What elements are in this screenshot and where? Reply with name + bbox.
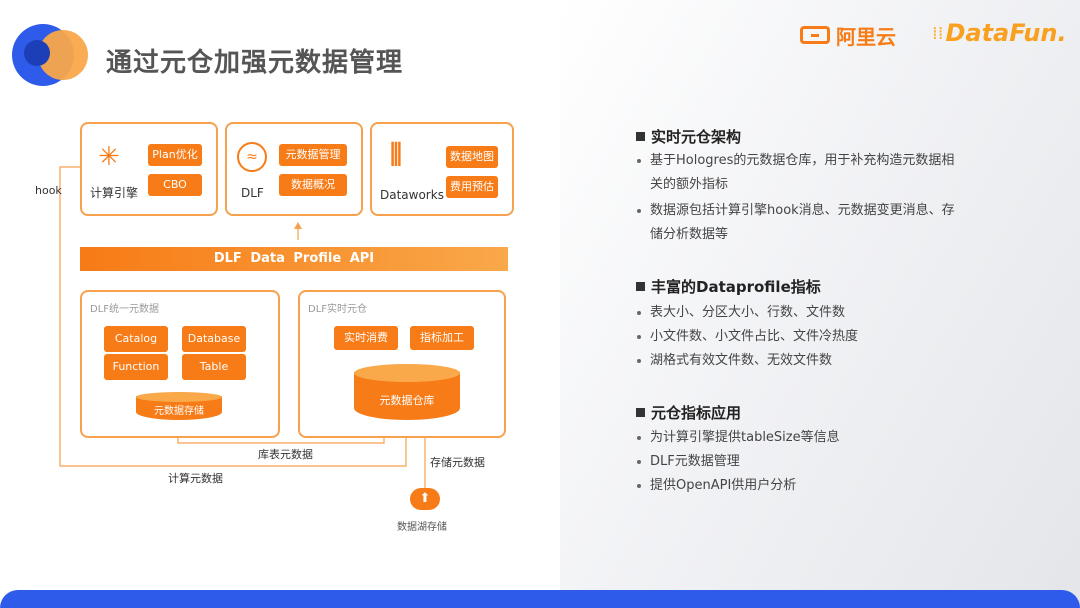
engine-box: ✳ 计算引擎 Plan优化 CBO [80, 122, 218, 216]
bullet-dot [637, 484, 641, 488]
bullet-dot [637, 436, 641, 440]
section1-item1-cont: 关的额外指标 [650, 177, 729, 192]
dlf-label: DLF [241, 186, 264, 200]
corner-decoration [0, 20, 100, 100]
section2-item3: 湖格式有效文件数、无效文件数 [650, 353, 833, 368]
engine-tag-cbo: CBO [148, 174, 202, 196]
section-heading-3: 元仓指标应用 [636, 402, 741, 423]
bullet-dot [637, 460, 641, 464]
aliyun-logo-icon [800, 26, 830, 44]
engine-tag-plan: Plan优化 [148, 144, 202, 166]
unified-meta-title: DLF统一元数据 [90, 304, 160, 315]
edge-storage-meta: 存储元数据 [430, 456, 485, 469]
edge-compute-meta: 计算元数据 [168, 472, 223, 485]
engine-label: 计算引擎 [90, 186, 139, 200]
tag-realtime-consume: 实时消费 [334, 326, 398, 350]
bottom-bar [0, 590, 1080, 608]
dlf-profile-api-bar: DLF Data Profile API [80, 247, 508, 271]
bullet-dot [637, 335, 641, 339]
engine-icon: ✳ [98, 142, 120, 172]
section1-item1: 基于Hologres的元数据仓库，用于补充构造元数据相 [650, 153, 955, 168]
page-title: 通过元仓加强元数据管理 [106, 48, 404, 78]
bullet-dot [637, 311, 641, 315]
realtime-warehouse-title: DLF实时元仓 [308, 304, 368, 315]
unified-meta-box: DLF统一元数据 Catalog Database Function Table… [80, 290, 280, 438]
aliyun-logo: 阿里云 [800, 22, 896, 49]
bullet-dot [637, 159, 641, 163]
dataworks-tag-map: 数据地图 [446, 146, 498, 168]
dataworks-box: ⫼ Dataworks 数据地图 费用预估 [370, 122, 514, 216]
meta-warehouse-label: 元数据仓库 [379, 394, 435, 407]
dataworks-label: Dataworks [380, 188, 444, 202]
section-heading-1: 实时元仓架构 [636, 126, 741, 147]
dlf-icon: ≈ [237, 142, 267, 172]
tag-database: Database [182, 326, 246, 352]
realtime-warehouse-box: DLF实时元仓 实时消费 指标加工 元数据仓库 [298, 290, 506, 438]
lake-storage-label: 数据湖存储 [397, 522, 447, 533]
section3-item1: 为计算引擎提供tableSize等信息 [650, 430, 840, 445]
section2-item1: 表大小、分区大小、行数、文件数 [650, 305, 846, 320]
dlf-box: ≈ DLF 元数据管理 数据概况 [225, 122, 363, 216]
tag-catalog: Catalog [104, 326, 168, 352]
cloud-upload-icon: ⬆ [410, 488, 440, 510]
aliyun-logo-text: 阿里云 [836, 24, 896, 49]
bullet-dot [637, 209, 641, 213]
dlf-tag-overview: 数据概况 [279, 174, 347, 196]
dataworks-icon: ⫼ [390, 140, 402, 170]
tag-table: Table [182, 354, 246, 380]
datafun-logo-icon: ⁞⁞ [932, 22, 944, 44]
tag-metric-process: 指标加工 [410, 326, 474, 350]
diagram-connectors [59, 166, 429, 488]
datafun-logo: ⁞⁞ DataFun. [932, 18, 1067, 48]
section-heading-2: 丰富的Dataprofile指标 [636, 276, 821, 297]
meta-warehouse-cylinder: 元数据仓库 [354, 364, 460, 420]
datafun-logo-text: DataFun. [945, 19, 1067, 47]
meta-storage-cylinder: 元数据存储 [136, 392, 222, 420]
section1-item2-cont: 储分析数据等 [650, 227, 729, 242]
section2-item2: 小文件数、小文件占比、文件冷热度 [650, 329, 859, 344]
dataworks-tag-cost: 费用预估 [446, 176, 498, 198]
meta-storage-label: 元数据存储 [154, 406, 204, 417]
section3-item3: 提供OpenAPI供用户分析 [650, 478, 797, 493]
section1-item2: 数据源包括计算引擎hook消息、元数据变更消息、存 [650, 203, 955, 218]
tag-function: Function [104, 354, 168, 380]
section3-item2: DLF元数据管理 [650, 454, 740, 469]
bullet-dot [637, 359, 641, 363]
background-image [560, 0, 1080, 608]
edge-table-meta: 库表元数据 [258, 448, 313, 461]
dlf-tag-meta: 元数据管理 [279, 144, 347, 166]
hook-label: hook [35, 184, 62, 197]
